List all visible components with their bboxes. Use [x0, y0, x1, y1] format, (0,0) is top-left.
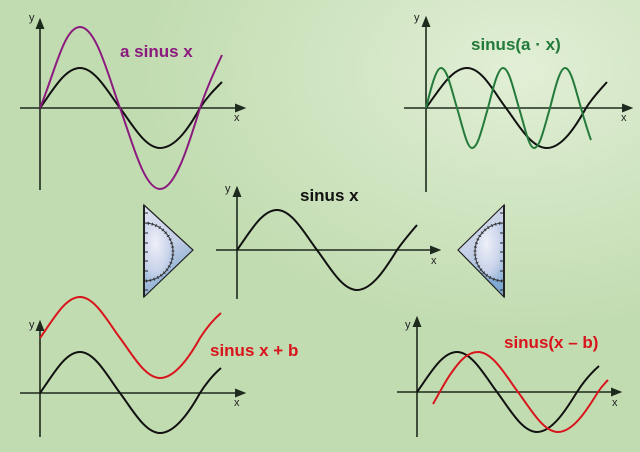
- curve-sin-x: [416, 350, 600, 434]
- left-protractor-icon: [143, 203, 194, 299]
- panel-sin-x-minus-b: [397, 315, 623, 437]
- curve-sin-ax: [425, 66, 592, 150]
- curve-sin-x: [39, 350, 222, 435]
- title-sin-ax: sinus(a · x): [471, 35, 561, 54]
- x-axis-label: x: [621, 112, 627, 124]
- y-axis-label: y: [29, 319, 35, 331]
- right-protractor-icon: [457, 203, 505, 299]
- title-sin-x: sinus x: [300, 186, 359, 205]
- y-axis-label: y: [29, 12, 35, 24]
- y-axis-label: y: [225, 183, 231, 195]
- curve-sin-x-plus-b: [39, 295, 222, 380]
- x-axis-label: x: [234, 397, 240, 409]
- y-axis-label: y: [414, 12, 420, 24]
- curve-sin-x-minus-b: [432, 350, 609, 434]
- panel-a-sin-x: [20, 17, 247, 191]
- title-sin-x-plus-b: sinus x + b: [210, 341, 299, 360]
- y-axis-label: y: [405, 319, 411, 331]
- panel-sin-x: [216, 185, 442, 299]
- x-axis-label: x: [234, 112, 240, 124]
- title-sin-x-minus-b: sinus(x – b): [504, 333, 599, 352]
- title-a-sin-x: a sinus x: [120, 42, 193, 61]
- x-axis-label: x: [612, 397, 618, 409]
- x-axis-label: x: [431, 255, 437, 267]
- curve-sin-x: [425, 66, 608, 150]
- panel-sin-ax: [404, 15, 634, 192]
- panel-sin-x-plus-b: [20, 295, 247, 437]
- curve-a-sin-x: [39, 25, 223, 191]
- curve-sin-x: [236, 208, 418, 292]
